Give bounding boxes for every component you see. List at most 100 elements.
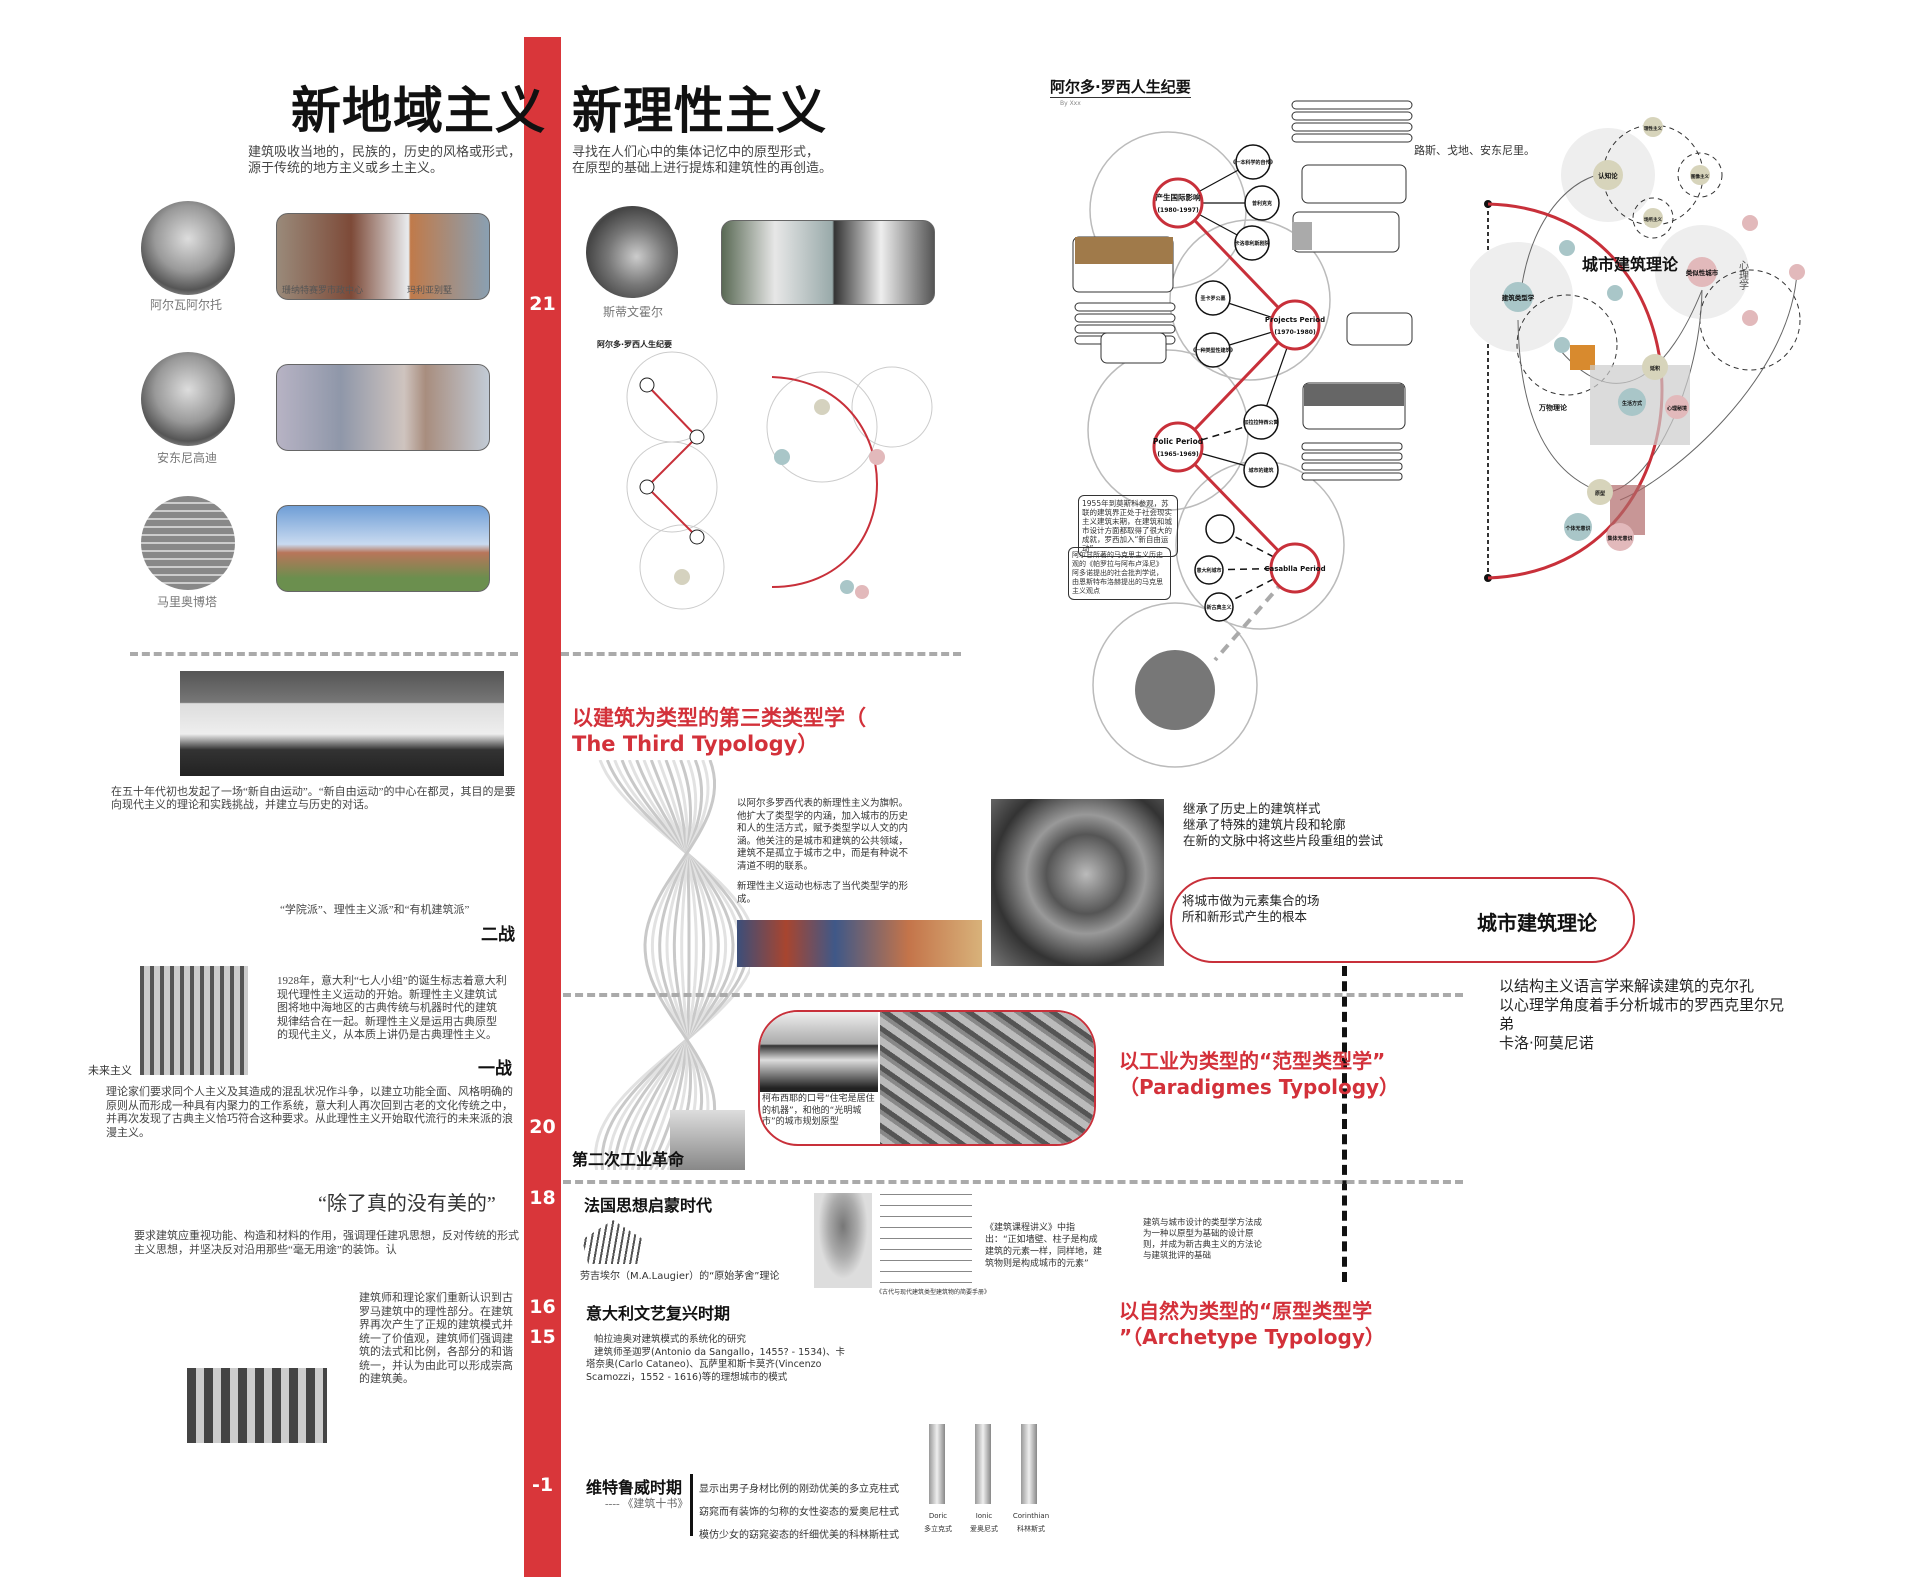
desc-line: 源于传统的地方主义或乡土主义。 <box>248 160 444 175</box>
ww2-label: 二战 <box>481 925 515 945</box>
right-title: 新理性主义 <box>572 82 827 140</box>
inherit-item: 继承了特殊的建筑片段和轮廓 <box>1183 817 1346 832</box>
node-label: 类似性城市 <box>1686 268 1719 277</box>
desc-line: 在原型的基础上进行提炼和建筑性的再创造。 <box>572 160 833 175</box>
architect-name: 阿尔瓦阿尔托 <box>150 298 223 312</box>
node-label: 生活方式 <box>1622 400 1642 407</box>
ribbon-stripe <box>650 760 710 1170</box>
note-1955: 1955年到莫斯科参观，苏联的建筑界正处于社会现实主义建筑末期，在建筑和城市设计… <box>1078 495 1178 557</box>
theorists-text: 理论家们要求同个人主义及其造成的混乱状况作斗争，以建立功能全面、风格明确的原则从… <box>106 1086 513 1139</box>
year-marker: 18 <box>529 1187 556 1209</box>
schools-text: “学院派”、理性主义派”和“有机建筑派” <box>280 904 470 916</box>
ribbon-stripe <box>643 760 717 1170</box>
note-marx: 阿尔甘所著的马克思主义历史观的《帕罗拉与阿布卢泽尼》阿多诺提出的社会批判学说，由… <box>1068 547 1171 600</box>
divider <box>563 993 1463 997</box>
node-label: 认知论 <box>1598 171 1618 180</box>
durand-portrait <box>814 1193 872 1288</box>
pill-line: 将城市做为元素集合的场 <box>1182 893 1320 908</box>
durand-type-chart <box>880 1193 972 1283</box>
ribbon-stripe <box>593 760 750 1170</box>
enlightenment-label: 法国思想启蒙时代 <box>584 1196 713 1215</box>
primitive-hut-drawing <box>582 1220 644 1264</box>
paragraph: 建筑师圣迦罗(Antonio da Sangallo，1455? - 1534)… <box>586 1346 846 1383</box>
architect-name: 安东尼高迪 <box>157 451 218 465</box>
city-map-image <box>991 799 1164 966</box>
neo-liberty-text: 在五十年代初也发起了一场“新自由运动”。“新自由运动”的中心在都灵，其目的是要向… <box>111 786 516 811</box>
ribbon-stripe <box>665 760 698 1170</box>
period-label: Casablla Period <box>1264 565 1325 573</box>
renaissance-label: 意大利文艺复兴时期 <box>586 1304 731 1323</box>
year-marker: -1 <box>531 1474 554 1496</box>
ribbon-stripe <box>636 760 706 1170</box>
durand-quote: 《建筑课程讲义》中指出：“正如墙壁、柱子是构成建筑的元素一样，同样地，建筑物则是… <box>985 1223 1103 1269</box>
period-node <box>1269 299 1321 351</box>
period-node <box>1152 177 1204 229</box>
ten-books-label: ---- 《建筑十书》 <box>605 1498 689 1510</box>
theorists-list: 以结构主义语言学来解读建筑的克尔孔 以心理学角度着手分析城市的罗西克里尔兄弟 卡… <box>1499 977 1789 1053</box>
pill-line: 所和新形式产生的根本 <box>1182 909 1308 924</box>
archetype-heading: 以自然为类型的“原型类型学 ”（Archetype Typology） <box>1119 1298 1385 1350</box>
ribbon-stripe <box>618 760 728 1170</box>
twisted-ribbon-graphic <box>593 760 750 1170</box>
ribbon-stripe <box>658 760 704 1170</box>
ribbon-stripe <box>612 760 735 1170</box>
orders-text: 显示出男子身材比例的刚劲优美的多立克柱式 窈窕而有装饰的匀称的女性姿态的爱奥尼柱… <box>699 1478 899 1547</box>
portrait-botta <box>141 496 235 590</box>
column-label: Ionic 爱奥尼式 <box>969 1510 999 1536</box>
theorist: 以结构主义语言学来解读建筑的克尔孔 <box>1499 977 1755 995</box>
building-photo: 珊纳特赛罗市政中心 玛利亚别墅 <box>276 213 490 300</box>
node-label: 心理秘境 <box>1667 405 1687 412</box>
vertical-rule <box>690 1474 693 1536</box>
influence-text: 路斯、戈地、安东尼里。 <box>1414 145 1535 157</box>
paragraph: 新理性主义运动也标志了当代类型学的形成。 <box>737 881 909 905</box>
byline: By Xxx <box>1060 100 1081 107</box>
thumbnail-title: 阿尔多·罗西人生纪要 <box>597 340 673 349</box>
city-theory-pill: 将城市做为元素集合的场 所和新形式产生的根本 城市建筑理论 <box>1170 877 1635 963</box>
order-line: 窈窕而有装饰的匀称的女性姿态的爱奥尼柱式 <box>699 1507 899 1518</box>
right-description: 寻找在人们心中的集体记忆中的原型形式， 在原型的基础上进行提炼和建筑性的再创造。 <box>572 144 872 176</box>
domino-house-image <box>760 1012 878 1092</box>
work-label: 卡洛菲利斯剧院 <box>1234 240 1269 247</box>
radiant-city-image <box>880 1012 1094 1144</box>
period-years: (1980-1997) <box>1157 207 1199 214</box>
rossi-diagram-thumbnail: 阿尔多·罗西人生纪要 <box>592 337 960 619</box>
order-line: 模仿少女的窈窕姿态的纤细优美的科林斯柱式 <box>699 1530 899 1541</box>
rossi-diagram-title: 阿尔多·罗西人生纪要 <box>1050 78 1191 98</box>
node-label: 万物理论 <box>1538 403 1568 412</box>
work-label: 《一本科学的自传》 <box>1230 159 1275 166</box>
ionic-column-icon <box>975 1424 991 1504</box>
industrial-revolution-label: 第二次工业革命 <box>572 1150 685 1169</box>
inherit-item: 在新的文脉中将这些片段重组的尝试 <box>1183 833 1384 848</box>
year-marker: 16 <box>529 1296 556 1318</box>
period-years: (1965-1969) <box>1157 451 1199 458</box>
method-text: 建筑与城市设计的类型学方法成为一种以原型为基础的设计原则，并成为新古典主义的方法… <box>1143 1218 1263 1261</box>
year-marker: 21 <box>529 293 556 315</box>
period-years: (1970-1980) <box>1274 329 1316 336</box>
renaissance-text: 帕拉迪奥对建筑模式的系统化的研究 建筑师圣迦罗(Antonio da Sanga… <box>586 1334 846 1384</box>
inherit-item: 继承了历史上的建筑样式 <box>1183 801 1321 816</box>
theorist: 以心理学角度着手分析城市的罗西克里尔兄弟 <box>1499 996 1785 1033</box>
portrait-holl <box>586 206 678 298</box>
building-photo <box>276 505 490 592</box>
column-cn: 爱奥尼式 <box>970 1525 998 1533</box>
node-label: 理性主义 <box>1644 125 1662 132</box>
divider <box>563 1180 1463 1184</box>
period-label: 产生国际影响 <box>1156 192 1201 202</box>
divider <box>130 652 518 656</box>
industrial-image <box>670 1110 745 1170</box>
work-label: 新古典主义 <box>1206 604 1232 611</box>
paradigm-pill: 柯布西耶的口号“住宅是居住的机器”，和他的“光明城市”的城市规划原型 <box>758 1010 1096 1146</box>
vitruvius-label: 维特鲁威时期 <box>586 1478 683 1497</box>
heading-line: 以工业为类型的“范型类型学” <box>1119 1049 1386 1073</box>
timeline-bar <box>524 37 561 1577</box>
thumbnail-graphic <box>626 351 933 610</box>
node-label: 图像主义 <box>1691 173 1709 180</box>
group7-text: 1928年，意大利“七人小组”的诞生标志着意大利现代理性主义运动的开始。新理性主… <box>277 975 507 1041</box>
column-en: Ionic <box>975 1512 993 1520</box>
order-line: 显示出男子身材比例的刚劲优美的多立克柱式 <box>699 1484 899 1495</box>
rossi-text: 以阿尔多罗西代表的新理性主义为旗帜。他扩大了类型学的内涵，加入城市的历史和人的生… <box>737 798 912 906</box>
work-label: 曾利克克 <box>1252 200 1272 207</box>
analogous-city-painting <box>737 920 982 967</box>
